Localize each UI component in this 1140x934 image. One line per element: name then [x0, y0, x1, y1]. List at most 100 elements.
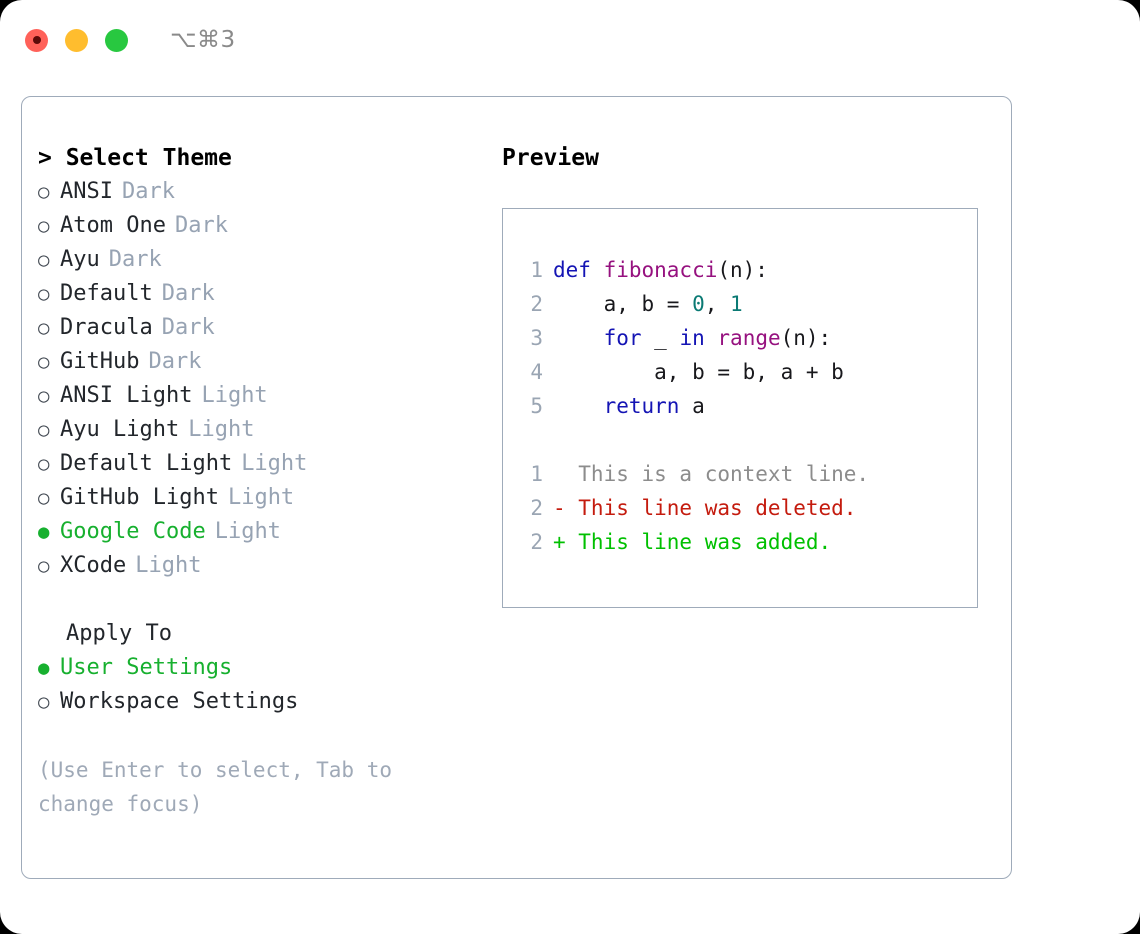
diff-sample: 1 This is a context line. 2 - This line wa… — [503, 457, 977, 559]
theme-name-label: XCode — [60, 553, 127, 578]
close-window-button[interactable] — [25, 28, 48, 52]
radio-unselected-icon[interactable]: ○ — [38, 283, 50, 305]
theme-name-label: Dracula — [60, 315, 153, 340]
code-token: - This line was deleted. — [553, 496, 857, 520]
theme-name-label: GitHub — [60, 349, 140, 374]
line-number: 2 — [530, 292, 543, 316]
radio-unselected-icon[interactable]: ○ — [38, 453, 50, 475]
code-token: a, b = b, a + b — [553, 360, 844, 384]
line-number: 5 — [530, 394, 543, 418]
theme-variant-label: Dark — [121, 179, 175, 204]
theme-variant-label: Dark — [148, 349, 202, 374]
line-number: 3 — [530, 326, 543, 350]
code-token: a — [679, 394, 705, 418]
theme-variant-label: Light — [188, 417, 255, 442]
apply-to-option[interactable]: ● User Settings — [38, 651, 498, 685]
radio-unselected-icon[interactable]: ○ — [38, 555, 50, 577]
code-token: a, b = — [553, 292, 693, 316]
radio-unselected-icon[interactable]: ○ — [38, 385, 50, 407]
code-token: def — [553, 258, 604, 282]
theme-list-item[interactable]: ○ Default Dark — [38, 277, 498, 311]
minimize-window-button[interactable] — [65, 28, 88, 52]
code-line: 3 for _ in range(n): — [503, 321, 977, 355]
theme-name-label: Default Light — [60, 451, 233, 476]
theme-variant-label: Light — [135, 553, 202, 578]
theme-list-item[interactable]: ○ Atom One Dark — [38, 209, 498, 243]
code-token: + This line was added. — [553, 530, 832, 554]
code-token: for — [603, 326, 642, 350]
code-line: 5 return a — [503, 389, 977, 423]
theme-variant-label: Dark — [108, 247, 162, 272]
code-token: range — [717, 326, 781, 350]
line-number: 1 — [530, 462, 543, 486]
line-number: 2 — [530, 530, 543, 554]
close-icon — [32, 36, 41, 44]
radio-unselected-icon[interactable]: ○ — [38, 181, 50, 203]
radio-unselected-icon[interactable]: ○ — [38, 487, 50, 509]
code-token — [553, 326, 604, 350]
code-token — [705, 326, 718, 350]
theme-name-label: Default — [60, 281, 153, 306]
radio-selected-icon[interactable]: ● — [38, 521, 50, 543]
code-token: fibonacci — [603, 258, 718, 282]
spacer — [38, 583, 498, 617]
theme-list-item[interactable]: ○ Ayu Light Light — [38, 413, 498, 447]
title-bar: ⌥⌘3 — [0, 0, 1140, 80]
theme-variant-label: Light — [201, 383, 268, 408]
theme-name-label: Atom One — [60, 213, 166, 238]
select-theme-heading: > Select Theme — [38, 145, 232, 171]
theme-name-label: ANSI — [60, 179, 113, 204]
theme-list-item[interactable]: ○ Default Light Light — [38, 447, 498, 481]
code-line: 4 a, b = b, a + b — [503, 355, 977, 389]
window-controls — [25, 28, 128, 52]
radio-unselected-icon[interactable]: ○ — [38, 215, 50, 237]
theme-variant-label: Light — [227, 485, 295, 510]
code-text: - This line was deleted. — [553, 491, 856, 525]
keyboard-hint-text: (Use Enter to select, Tab to change focu… — [38, 758, 393, 816]
code-token: 0 — [692, 292, 705, 316]
apply-to-list: ● User Settings ○ Workspace Settings — [38, 651, 498, 719]
code-text: This is a context line. — [553, 457, 869, 491]
code-text: return a — [553, 389, 705, 423]
line-number: 2 — [530, 496, 543, 520]
theme-list-item[interactable]: ○ GitHub Dark — [38, 345, 498, 379]
maximize-window-button[interactable] — [105, 28, 128, 52]
diff-line: 2 + This line was added. — [503, 525, 977, 559]
theme-list-item[interactable]: ○ XCode Light — [38, 549, 498, 583]
apply-to-heading: Apply To — [66, 621, 172, 646]
theme-variant-label: Dark — [174, 213, 228, 238]
code-token: (n): — [717, 258, 768, 282]
radio-unselected-icon[interactable]: ○ — [38, 317, 50, 339]
diff-line: 1 This is a context line. — [503, 457, 977, 491]
radio-unselected-icon[interactable]: ○ — [38, 249, 50, 271]
theme-variant-label: Dark — [161, 281, 215, 306]
code-token: (n): — [780, 326, 832, 350]
code-token: return — [603, 394, 680, 418]
apply-to-label: Workspace Settings — [60, 689, 299, 714]
radio-selected-icon[interactable]: ● — [38, 657, 50, 679]
theme-list-item[interactable]: ○ ANSI Dark — [38, 175, 498, 209]
apply-to-label: User Settings — [60, 655, 233, 680]
radio-unselected-icon[interactable]: ○ — [38, 691, 50, 713]
radio-unselected-icon[interactable]: ○ — [38, 351, 50, 373]
code-text: for _ in range(n): — [553, 321, 832, 355]
theme-variant-label: Light — [214, 519, 281, 544]
code-token: This is a context line. — [553, 462, 870, 486]
theme-name-label: Ayu Light — [60, 417, 180, 442]
apply-to-option[interactable]: ○ Workspace Settings — [38, 685, 498, 719]
radio-unselected-icon[interactable]: ○ — [38, 419, 50, 441]
line-number: 4 — [530, 360, 543, 384]
keyboard-shortcut-label: ⌥⌘3 — [170, 27, 236, 53]
theme-variant-label: Light — [241, 451, 308, 476]
